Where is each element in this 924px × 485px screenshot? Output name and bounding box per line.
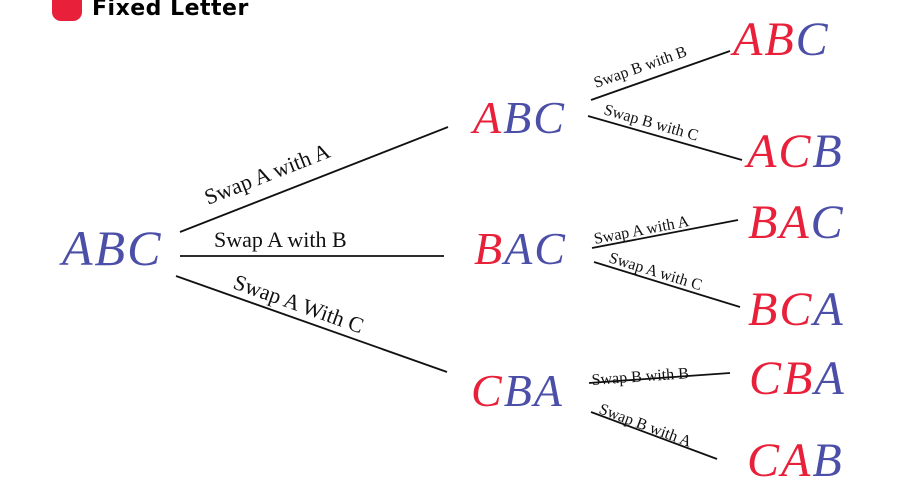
edge-level2-3-label: Swap A with C [607, 250, 704, 295]
level2-permutation-3: BCA [748, 283, 843, 336]
edge-level1-0-line [179, 126, 449, 233]
level1-permutation-0: ABC [470, 92, 565, 143]
level1-permutation-2: CBA [471, 365, 563, 416]
legend: Fixed Letter [52, 0, 249, 22]
level2-permutation-5: CAB [747, 434, 842, 485]
level2-permutation-1: ACB [744, 125, 842, 178]
edge-level2-2-line [591, 219, 739, 249]
level1-permutation-1: BAC [474, 223, 566, 274]
edge-level2-4-line [588, 372, 731, 384]
edge-level2-4-label: Swap B with B [591, 365, 689, 389]
edge-level2-5-line [590, 411, 718, 460]
fixed-letter-label: Fixed Letter [92, 0, 249, 21]
edge-level2-3-line [593, 261, 741, 308]
edge-level2-1-line [587, 115, 743, 161]
edge-level1-2-line [175, 275, 448, 373]
edge-level1-0-label: Swap A with A [201, 138, 334, 210]
root-permutation: ABC [59, 220, 161, 276]
edge-level1-1-label: Swap A with B [214, 227, 347, 252]
level2-permutation-4: CBA [749, 352, 844, 405]
edge-level2-5-label: Swap B with A [597, 401, 695, 451]
level2-permutation-0: ABC [730, 13, 829, 66]
level2-permutation-2: BAC [748, 196, 844, 249]
edge-level1-2-label: Swap A With C [230, 269, 367, 338]
edge-level2-1-label: Swap B with C [602, 102, 700, 145]
fixed-letter-swatch [52, 0, 82, 21]
edge-level2-2-label: Swap A with A [593, 213, 691, 248]
edge-level2-0-line [590, 50, 731, 101]
edge-level2-0-label: Swap B with B [592, 43, 689, 91]
